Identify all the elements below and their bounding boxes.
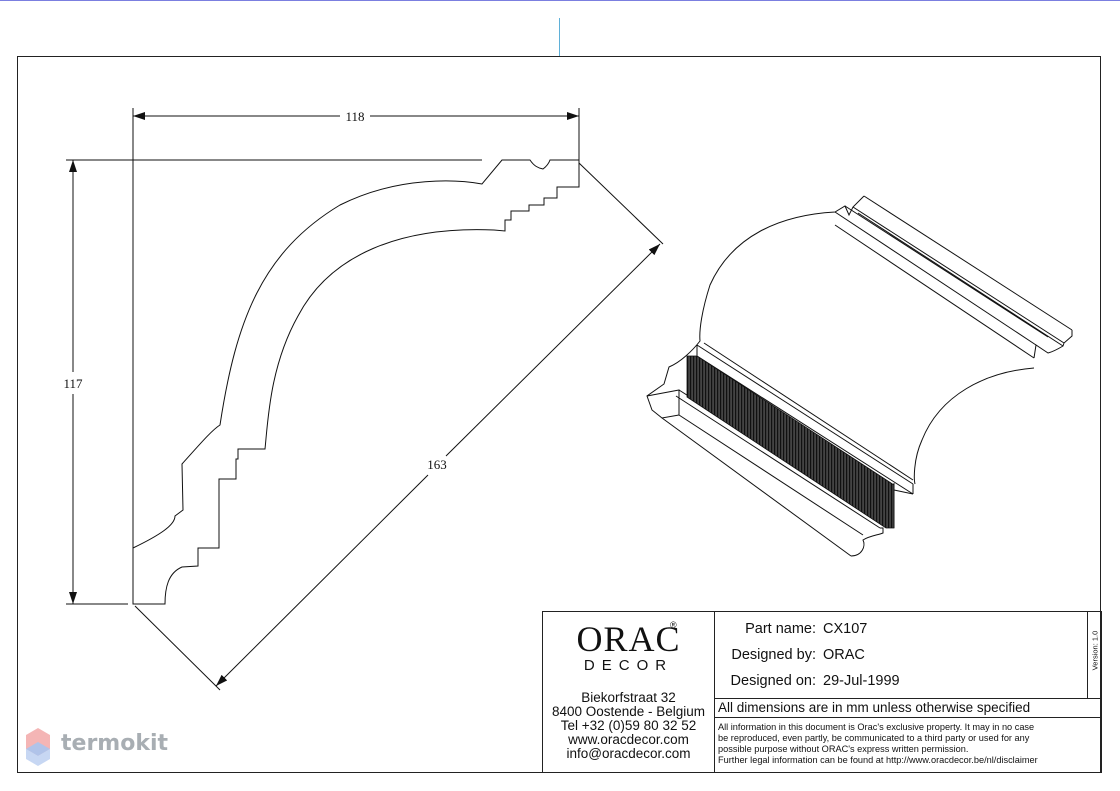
extension-lines	[66, 108, 664, 691]
watermark-text: termokit	[61, 731, 169, 756]
address-street: Biekorfstraat 32	[581, 690, 676, 705]
height-dimension-label: 117	[63, 376, 83, 391]
address-web[interactable]: www.oracdecor.com	[568, 732, 689, 747]
legal-line-3: possible purpose without ORAC's express …	[718, 744, 969, 754]
guide-tick	[559, 18, 560, 56]
designed-on-label: Designed on:	[730, 673, 816, 689]
dimension-lines	[69, 112, 661, 687]
title-block: ORAC ® DECOR Biekorfstraat 32 8400 Ooste…	[542, 611, 1102, 773]
part-name-label: Part name:	[745, 621, 816, 637]
moulding-3d-view	[646, 195, 1073, 557]
ribbed-strip	[686, 355, 895, 529]
legal-line-2: be reproduced, even partly, be communica…	[718, 733, 1030, 743]
address-city: 8400 Oostende - Belgium	[551, 704, 706, 719]
info-cell: Part name: CX107 Designed by: ORAC Desig…	[714, 612, 1101, 772]
legal-notice: All information in this document is Orac…	[718, 722, 1098, 766]
hexagon-logo-icon	[26, 728, 50, 766]
top-rule	[0, 0, 1120, 1]
part-name-value: CX107	[823, 621, 868, 637]
part-name-row: Part name: CX107	[714, 621, 1087, 641]
dimensions-note: All dimensions are in mm unless otherwis…	[718, 700, 1031, 715]
diagonal-dimension-label: 163	[427, 457, 447, 472]
designed-on-value: 29-Jul-1999	[823, 673, 900, 689]
legal-line-1: All information in this document is Orac…	[718, 722, 1035, 732]
version-cell: Version: 1.0	[1087, 612, 1102, 698]
designed-by-value: ORAC	[823, 647, 865, 663]
decor-logo-text: DECOR	[583, 657, 674, 674]
designed-on-row: Designed on: 29-Jul-1999	[714, 673, 1087, 693]
company-address: Biekorfstraat 32 8400 Oostende - Belgium…	[543, 691, 714, 761]
cornice-profile	[132, 159, 580, 605]
registered-mark: ®	[670, 620, 677, 630]
orac-logo: ORAC	[576, 619, 681, 659]
info-rows: Part name: CX107 Designed by: ORAC Desig…	[714, 612, 1087, 698]
designed-by-row: Designed by: ORAC	[714, 647, 1087, 667]
company-cell: ORAC ® DECOR Biekorfstraat 32 8400 Ooste…	[543, 612, 715, 772]
address-email[interactable]: info@oracdecor.com	[566, 746, 691, 761]
width-dimension-label: 118	[345, 109, 364, 124]
designed-by-label: Designed by:	[731, 647, 816, 663]
address-tel: Tel +32 (0)59 80 32 52	[560, 718, 697, 733]
version-label: Version: 1.0	[1090, 630, 1100, 671]
dimensions-note-row: All dimensions are in mm unless otherwis…	[714, 698, 1101, 718]
termokit-watermark: termokit	[24, 726, 174, 766]
legal-line-4[interactable]: Further legal information can be found a…	[718, 755, 1038, 765]
